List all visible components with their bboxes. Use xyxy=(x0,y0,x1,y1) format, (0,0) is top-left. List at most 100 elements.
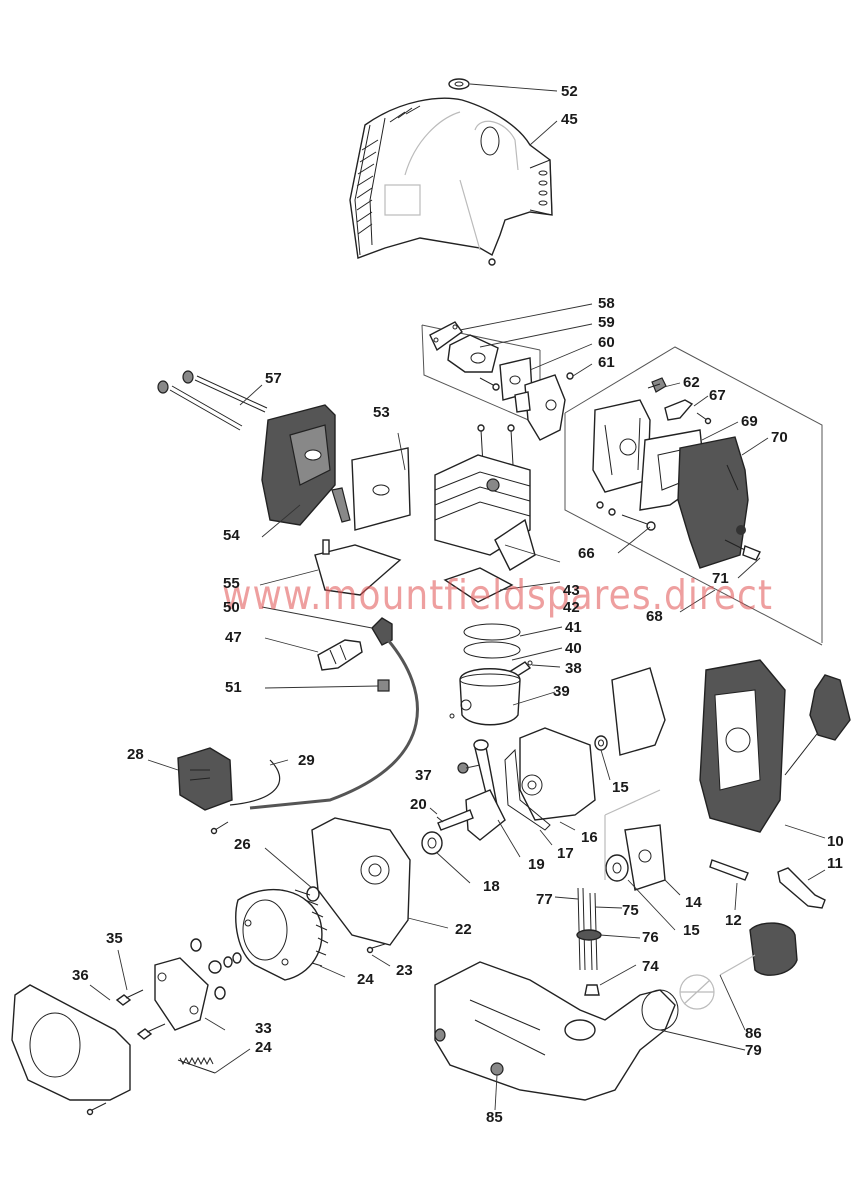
part-39-piston xyxy=(449,668,521,726)
callout-11: 11 xyxy=(827,855,843,872)
part-filter-base xyxy=(592,399,651,493)
callout-86: 86 xyxy=(745,1025,762,1042)
callout-35: 35 xyxy=(106,930,123,947)
callout-79: 79 xyxy=(745,1042,762,1059)
part-71-knob xyxy=(724,539,761,561)
callout-15-upper: 15 xyxy=(612,779,629,796)
part-51-nut xyxy=(377,679,390,692)
callout-55: 55 xyxy=(223,575,240,592)
part-76-grommet xyxy=(576,929,602,941)
callout-36: 36 xyxy=(72,967,89,984)
part-38-circlip xyxy=(527,660,533,666)
callout-29: 29 xyxy=(298,752,315,769)
callout-17: 17 xyxy=(557,845,574,862)
part-gasket-right xyxy=(611,667,666,756)
part-52-washer xyxy=(448,78,470,90)
callout-61: 61 xyxy=(598,354,615,371)
part-24-spring xyxy=(177,1056,216,1074)
callout-77: 77 xyxy=(536,891,553,908)
part-62-clip xyxy=(647,377,667,393)
callout-15-lower: 15 xyxy=(683,922,700,939)
callout-54: 54 xyxy=(223,527,240,544)
part-70-filter-cover xyxy=(677,436,749,569)
callout-38: 38 xyxy=(565,660,582,677)
callout-51: 51 xyxy=(225,679,242,696)
callout-40: 40 xyxy=(565,640,582,657)
part-10-recoil-starter xyxy=(699,659,851,833)
callout-26: 26 xyxy=(234,836,251,853)
callout-57: 57 xyxy=(265,370,282,387)
part-18-bearing xyxy=(421,831,443,855)
part-23-screw xyxy=(366,943,386,954)
part-74-fuel-filter xyxy=(584,984,600,996)
part-47-spark-plug xyxy=(317,639,363,671)
part-45-engine-cover xyxy=(349,97,553,266)
part-cylinder xyxy=(434,424,536,571)
callout-67: 67 xyxy=(709,387,726,404)
part-61-carburettor xyxy=(514,372,574,441)
part-41-piston-rings xyxy=(463,623,521,659)
callout-37: 37 xyxy=(415,767,432,784)
callout-75: 75 xyxy=(622,902,639,919)
part-59-intake-manifold xyxy=(447,334,499,373)
air-filter-group-outline xyxy=(564,346,823,646)
callout-18: 18 xyxy=(483,878,500,895)
part-17-gasket xyxy=(504,748,551,831)
callout-10: 10 xyxy=(827,833,844,850)
callout-24-flywheel: 24 xyxy=(357,971,374,988)
callout-23: 23 xyxy=(396,962,413,979)
callout-60: 60 xyxy=(598,334,615,351)
callout-43: 43 xyxy=(563,582,580,599)
part-14-plate xyxy=(624,824,666,891)
part-20-key xyxy=(436,816,444,823)
callout-59: 59 xyxy=(598,314,615,331)
part-fuel-tank xyxy=(434,961,679,1101)
part-15-seal-right xyxy=(594,735,608,751)
callout-58: 58 xyxy=(598,295,615,312)
callout-70: 70 xyxy=(771,429,788,446)
part-15-seal-lower xyxy=(605,854,629,882)
part-77-fuel-hose xyxy=(577,887,586,971)
watermark-text: www.mountfieldspares.direct xyxy=(222,572,773,620)
starter-group-outline xyxy=(604,789,661,880)
part-54-muffler xyxy=(261,404,351,526)
part-53-gasket xyxy=(351,447,411,531)
callout-62: 62 xyxy=(683,374,700,391)
part-washers-nut xyxy=(190,938,242,1000)
part-55-heat-shield xyxy=(314,539,402,596)
callout-33: 33 xyxy=(255,1020,272,1037)
part-35-screws xyxy=(115,989,166,1040)
part-19-crankshaft xyxy=(437,739,506,841)
callout-12: 12 xyxy=(725,912,742,929)
part-42-base-gasket xyxy=(443,567,514,603)
callout-22: 22 xyxy=(455,921,472,938)
part-36-fan-cover xyxy=(11,984,131,1116)
part-58-gasket xyxy=(429,321,463,352)
part-carb-screw xyxy=(479,377,500,391)
callout-47: 47 xyxy=(225,629,242,646)
callout-69: 69 xyxy=(741,413,758,430)
callout-45: 45 xyxy=(561,111,578,128)
callout-66: 66 xyxy=(578,545,595,562)
callout-14: 14 xyxy=(685,894,702,911)
callout-53: 53 xyxy=(373,404,390,421)
part-50-plug-cap-lead xyxy=(249,617,419,810)
callout-42: 42 xyxy=(563,599,580,616)
callout-71: 71 xyxy=(712,570,729,587)
callout-52: 52 xyxy=(561,83,578,100)
part-29-wire xyxy=(229,759,281,806)
part-22-crankcase-half xyxy=(311,817,411,946)
part-11-pawl xyxy=(777,867,826,909)
part-16-crankcase xyxy=(519,727,596,821)
callout-76: 76 xyxy=(642,929,659,946)
part-33-clutch xyxy=(154,957,209,1031)
callout-20: 20 xyxy=(410,796,427,813)
callout-28: 28 xyxy=(127,746,144,763)
part-24-flywheel xyxy=(235,888,329,981)
callout-50: 50 xyxy=(223,599,240,616)
part-12-key xyxy=(709,859,749,881)
callout-85: 85 xyxy=(486,1109,503,1126)
callout-74: 74 xyxy=(642,958,659,975)
callout-68: 68 xyxy=(646,608,663,625)
